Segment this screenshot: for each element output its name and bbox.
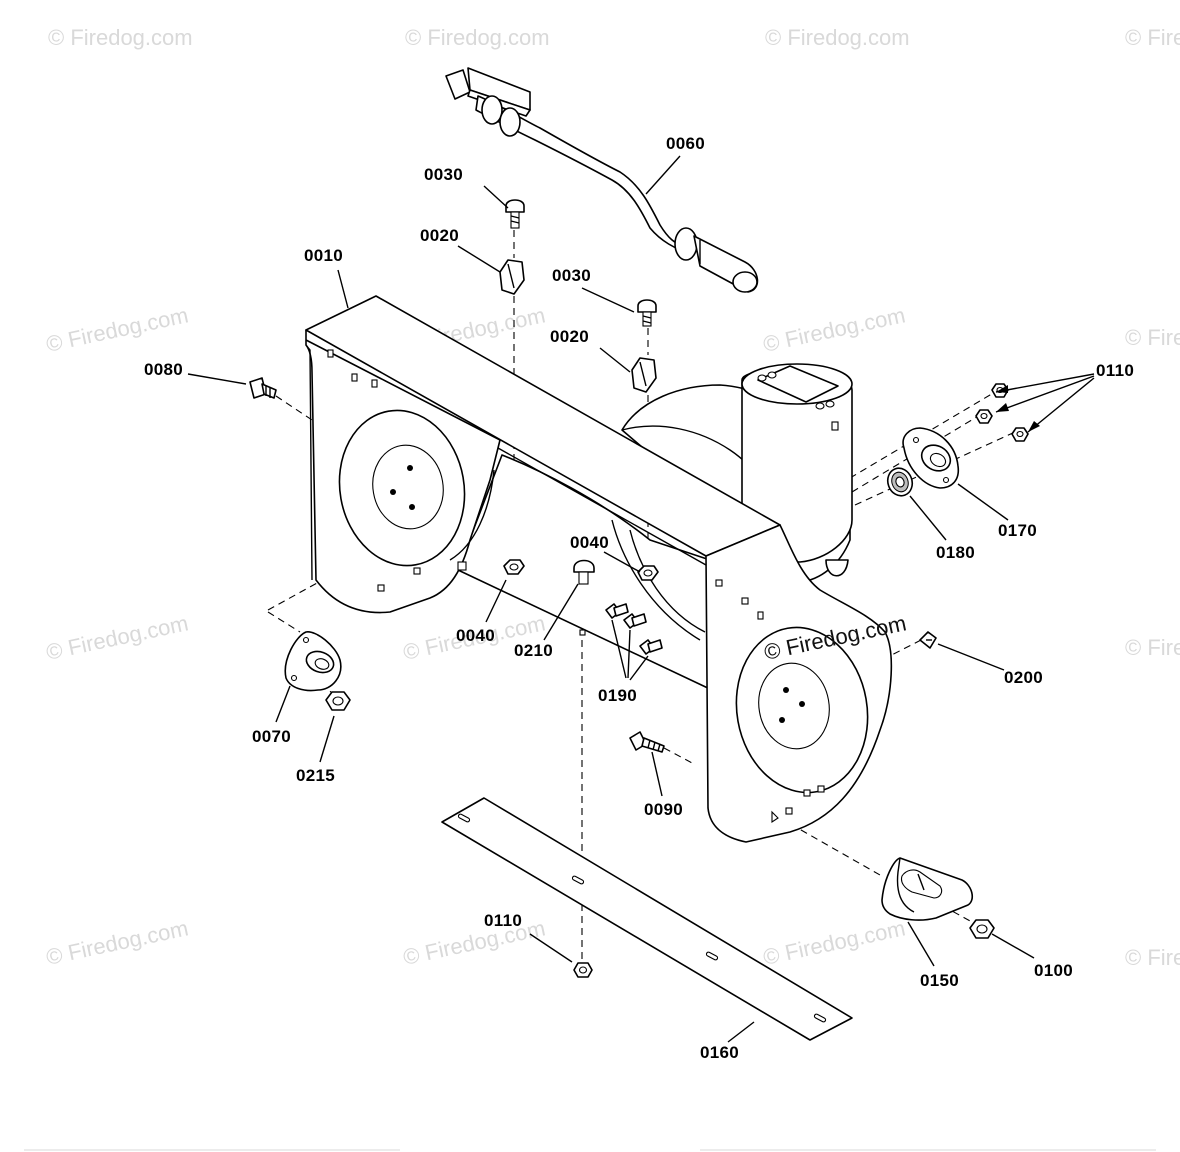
label-0070: 0070 — [252, 727, 291, 746]
label-0160: 0160 — [700, 1043, 739, 1062]
part-0030-bolt-upper — [505, 199, 525, 229]
watermark: © Firedog.com — [1125, 635, 1180, 660]
label-0080: 0080 — [144, 360, 183, 379]
label-0210: 0210 — [514, 641, 553, 660]
watermark: © Firedog.com — [1125, 325, 1180, 350]
label-0020: 0020 — [420, 226, 459, 245]
label-0030: 0030 — [424, 165, 463, 184]
label-0020: 0020 — [550, 327, 589, 346]
part-0020-clip-lower — [631, 357, 657, 393]
watermark: © Firedog.com — [1125, 945, 1180, 970]
watermark: © Firedog.com — [401, 915, 548, 970]
part-0020-clip-upper — [499, 259, 525, 295]
part-0210-carriage-bolt — [573, 559, 595, 585]
watermark: © Firedog.com — [48, 25, 193, 50]
label-0215: 0215 — [296, 766, 335, 785]
part-0200-screw — [919, 631, 937, 649]
part-0090-bolt — [629, 731, 665, 753]
label-0180: 0180 — [936, 543, 975, 562]
label-0030: 0030 — [552, 266, 591, 285]
part-0070-bearing-flange — [284, 631, 342, 692]
part-labels: 0060 0030 0020 0010 0030 0020 0080 0110 … — [144, 134, 1134, 1062]
label-0190: 0190 — [598, 686, 637, 705]
part-0215-nut — [325, 691, 351, 711]
label-0170: 0170 — [998, 521, 1037, 540]
leader-lines — [187, 155, 1095, 1043]
watermark: © Firedog.com — [44, 302, 191, 357]
part-0040-nut-left — [503, 559, 525, 575]
part-0110-nuts-right — [975, 383, 1029, 442]
watermark: © Firedog.com — [765, 25, 910, 50]
part-0060-crank-rod — [445, 67, 759, 293]
part-0170-flange — [902, 427, 960, 489]
watermark: © Firedog.com — [44, 610, 191, 665]
part-0080-bolt — [249, 377, 277, 399]
watermark: © Firedog.com — [761, 915, 908, 970]
label-0110: 0110 — [1096, 361, 1134, 380]
watermark: © Firedog.com — [405, 25, 550, 50]
label-0010: 0010 — [304, 246, 343, 265]
part-0030-bolt-lower — [637, 299, 657, 327]
label-0100: 0100 — [1034, 961, 1073, 980]
part-0100-nut — [969, 919, 995, 939]
label-0040: 0040 — [456, 626, 495, 645]
part-0180-bearing — [886, 467, 914, 497]
part-0160-scraper-bar — [441, 797, 853, 1041]
part-0150-skid-shoe — [881, 857, 974, 921]
label-0060: 0060 — [666, 134, 705, 153]
watermark: © Firedog.com — [44, 915, 191, 970]
watermark: © Firedog.com — [1125, 25, 1180, 50]
watermark: © Firedog.com — [761, 302, 908, 357]
part-0040-nut-right — [637, 565, 659, 581]
label-0150: 0150 — [920, 971, 959, 990]
label-0110: 0110 — [484, 911, 522, 930]
part-0010-auger-housing — [305, 295, 893, 843]
part-0190-screws — [605, 603, 663, 655]
label-0040: 0040 — [570, 533, 609, 552]
part-0110-nut-bottom — [573, 962, 593, 978]
leader-arrowheads — [996, 385, 1040, 432]
label-0200: 0200 — [1004, 668, 1043, 687]
label-0090: 0090 — [644, 800, 683, 819]
